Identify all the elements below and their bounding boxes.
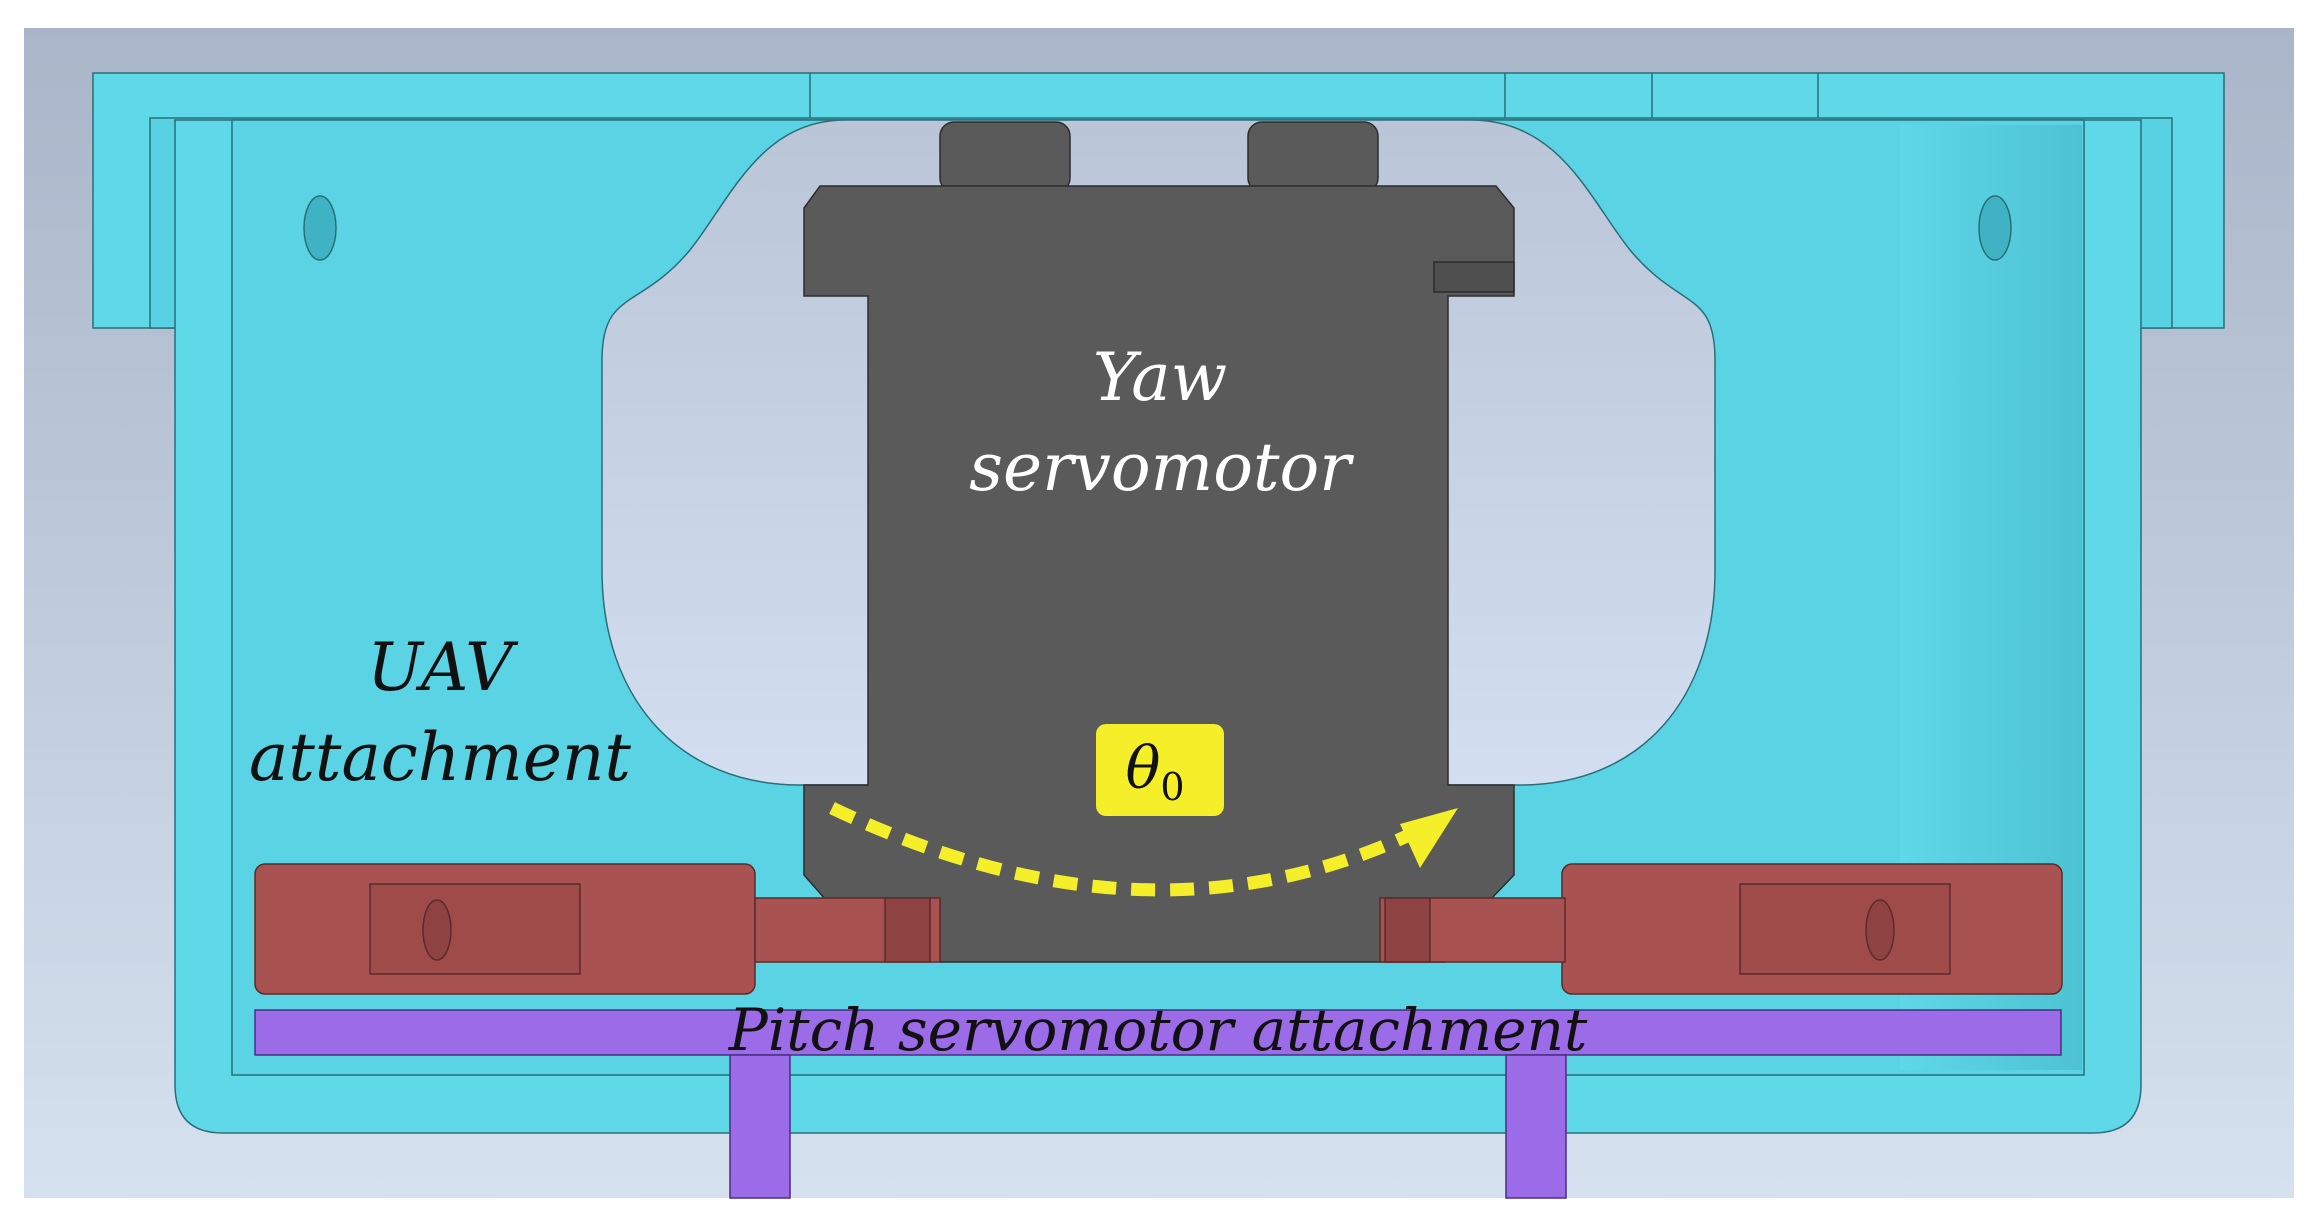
theta-subscript: 0 xyxy=(1160,765,1184,809)
left-mount-hole xyxy=(303,195,337,261)
pitch-attachment-bracket xyxy=(254,1009,2062,1199)
left-servo-arm xyxy=(254,863,941,995)
theta-label: θ0 xyxy=(1125,734,1184,809)
theta-symbol: θ xyxy=(1125,734,1160,802)
right-mount-hole xyxy=(1978,195,2012,261)
right-servo-arm xyxy=(1379,863,2063,995)
uav-label-line1: UAV xyxy=(367,629,519,706)
rotation-arrowhead xyxy=(1400,808,1458,868)
yaw-label-line1: Yaw xyxy=(1093,339,1227,416)
uav-label-line2: attachment xyxy=(249,719,631,796)
theta-label-box xyxy=(1096,724,1224,816)
yaw-servomotor xyxy=(803,121,1515,963)
rotation-arrow xyxy=(829,802,1423,897)
yaw-label-line2: servomotor xyxy=(969,429,1354,506)
pitch-attachment-label: Pitch servomotor attachment xyxy=(728,996,1588,1064)
